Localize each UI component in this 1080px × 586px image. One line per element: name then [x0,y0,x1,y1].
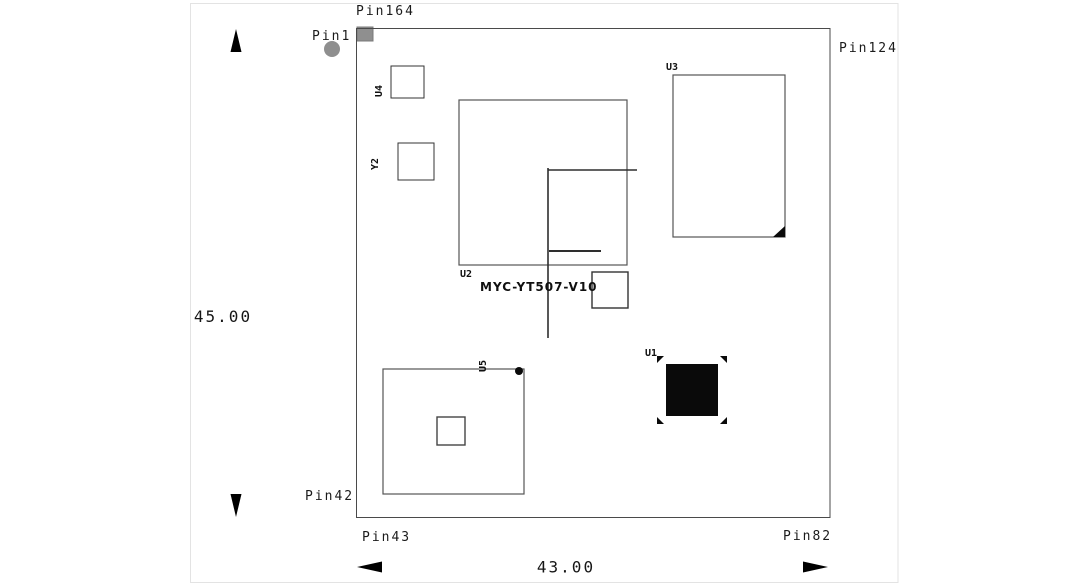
ref-label-u1: U1 [645,348,657,359]
bga-u5-pin1-dot [515,367,523,375]
qfp-u1-body [666,364,718,416]
crystal-y2: Y2 [370,142,435,181]
oscillator-u4: U4 [374,65,425,99]
y2-outline [397,142,435,181]
width-dimension: 43.00 [357,558,828,577]
ref-label-u4: U4 [374,85,385,97]
ref-label-u5: U5 [478,360,489,372]
board-title: MYC-YT507-V10 [480,280,598,294]
bga-u5-center-outline [436,416,466,446]
height-dimension: 45.00 [194,29,252,517]
height-dimension-value: 45.00 [194,307,252,326]
page-border [190,3,899,583]
bga-u5: U5 [382,360,525,495]
arrowhead-down [230,494,242,517]
pin42-label: Pin42 [305,489,354,504]
bga-u2-outline [458,99,628,266]
bga-u2: U2 [458,99,628,280]
arrowhead-left [357,561,382,573]
bga-u5-outline [382,368,525,495]
pin1-marker-dot [324,41,340,57]
qfp-u1: U1 [645,348,727,424]
qfp-corner-mark [720,417,727,424]
bga-u3: U3 [666,62,786,238]
pin1-label: Pin1 [312,29,351,44]
u4-outline [390,65,425,99]
component-outline-square [591,271,629,309]
ref-label-u2: U2 [460,269,472,280]
arrowhead-up [230,29,242,52]
pin43-label: Pin43 [362,530,411,545]
callout-lines [547,168,637,338]
pin82-label: Pin82 [783,529,832,544]
ref-label-u3: U3 [666,62,678,73]
width-dimension-value: 43.00 [537,558,595,577]
pin164-label: Pin164 [356,4,415,19]
pin1-corner-pad [356,26,374,42]
ref-label-y2: Y2 [370,158,381,170]
qfp-corner-mark [657,356,664,363]
pin124-label: Pin124 [839,41,898,56]
bga-u3-corner-notch [773,226,785,237]
bga-u3-outline [672,74,786,238]
qfp-corner-mark [720,356,727,363]
board-outline [356,28,831,518]
qfp-corner-mark [657,417,664,424]
arrowhead-right [803,561,828,573]
